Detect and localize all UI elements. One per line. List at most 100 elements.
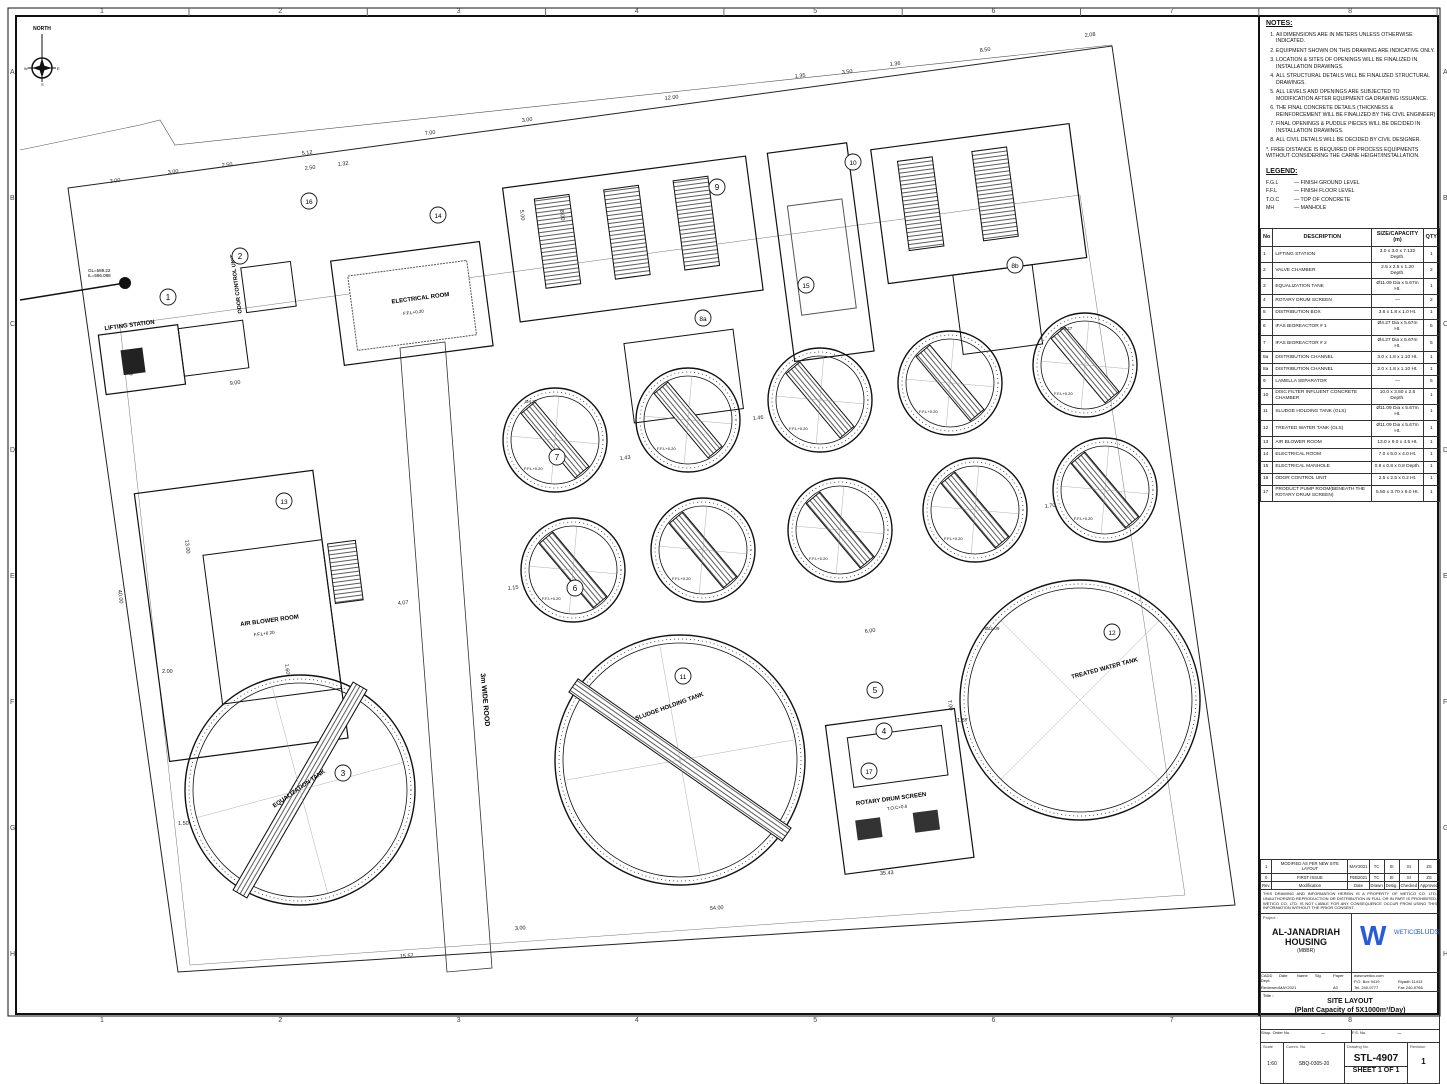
equipment-tag-8a: 8a xyxy=(694,309,712,327)
table-cell: — xyxy=(1371,375,1424,389)
note-item: LOCATION & SITES OF OPENINGS WILL BE FIN… xyxy=(1276,57,1436,70)
dimension-d30: 8.00 xyxy=(558,210,565,221)
note-item: ALL CIVIL DETAILS WILL BE DECIDED BY CIV… xyxy=(1276,137,1436,144)
table-cell: 5 xyxy=(1422,318,1441,336)
table-cell: 2.5 x 2.5 x 1.20 Depth. xyxy=(1371,262,1424,280)
lamella-building-1 xyxy=(501,155,764,323)
note-item: THE FINAL CONCRETE DETAILS (THICKNESS & … xyxy=(1276,105,1436,118)
property-line xyxy=(19,44,1113,151)
revision-cell: MODIFIED AS PER NEW SITE LAYOUT xyxy=(1271,859,1349,874)
note-item: All DIMENSIONS ARE IN METERS UNLESS OTHE… xyxy=(1276,32,1436,45)
revision-cell: ZS xyxy=(1418,859,1440,874)
revision-header: Rev. xyxy=(1259,880,1273,891)
table-cell: 3 xyxy=(1259,278,1274,296)
drawing-no-label: Drawing No. xyxy=(1347,1044,1370,1050)
company-block: W WETICO SLUDS xyxy=(1352,914,1439,972)
table-cell: 1 xyxy=(1422,484,1441,503)
inner-frame xyxy=(15,15,1439,1015)
revision-cell: MAY2021 xyxy=(1347,859,1370,874)
cadd-label: CADD Dept. xyxy=(1261,973,1273,984)
grid-column-label: 4 xyxy=(635,8,639,15)
ifas-bioreactor-2 xyxy=(502,387,608,493)
svg-text:E: E xyxy=(57,66,60,71)
table-cell: 6 xyxy=(1259,318,1274,336)
drawing-number: STL-4907 xyxy=(1353,1053,1399,1065)
disc-filter-chamber xyxy=(766,142,875,363)
grid-row-label: D xyxy=(1443,447,1447,454)
project-name: AL-JANADRIAH HOUSING xyxy=(1272,927,1340,948)
svg-text:S: S xyxy=(41,82,44,87)
diameter-label: Ø11.09 xyxy=(985,626,1000,631)
equipment-tag-4: 4 xyxy=(875,722,893,740)
table-cell: 7 xyxy=(1259,334,1274,353)
gl-label: GL=589.22 xyxy=(88,268,111,273)
table-cell: 1 xyxy=(1422,363,1441,377)
legend-abbr: T.O.C xyxy=(1266,196,1280,203)
revision-header: Approved xyxy=(1418,880,1440,891)
sludge-tank-label: SLUDGE HOLDING TANK xyxy=(635,692,706,723)
grid-column-label: 5 xyxy=(813,1017,817,1024)
revision-cell: SI xyxy=(1398,859,1420,874)
table-cell: DISTRIBUTION CHANNEL xyxy=(1272,351,1373,365)
equipment-tag-3: 3 xyxy=(334,764,352,782)
table-cell: 10.0 x 3.50 x 2.5 Depth. xyxy=(1371,387,1424,405)
legend-desc: — FINISH GROUND LEVEL xyxy=(1294,179,1360,186)
table-cell: 16 xyxy=(1259,472,1274,486)
inner-boundary xyxy=(119,194,1186,966)
legend-desc: — FINISH FLOOR LEVEL xyxy=(1294,188,1355,194)
table-cell: VALVE CHAMBER xyxy=(1272,262,1373,280)
lifting-station: LIFTING STATION xyxy=(97,319,250,396)
revision-cell: SI xyxy=(1398,872,1420,882)
grid-column-label: 3 xyxy=(457,8,461,15)
svg-text:4: 4 xyxy=(882,727,887,736)
tel: Tel. 240-9777 xyxy=(1354,985,1379,991)
reviewed-label: Reviewed xyxy=(1261,984,1279,990)
table-cell: 5 xyxy=(1422,375,1441,389)
table-cell: 8a xyxy=(1259,351,1274,365)
revision-header: Desig. xyxy=(1383,880,1400,891)
ffl-label: F.F.L+0.20 xyxy=(672,576,691,581)
legend-item: F.F.L — FINISH FLOOR LEVEL xyxy=(1266,188,1436,195)
website: www.wetico.com xyxy=(1354,973,1384,979)
svg-text:12: 12 xyxy=(1108,630,1116,637)
legend-abbr: F.F.L xyxy=(1266,188,1277,194)
dimension-d12: 1.36 xyxy=(890,61,901,68)
table-cell: 10 xyxy=(1259,387,1274,405)
dimension-d21: 3.00 xyxy=(515,925,526,932)
dimension-d34: 1.60 xyxy=(283,664,290,675)
notes-section: NOTES: All DIMENSIONS ARE IN METERS UNLE… xyxy=(1260,16,1440,212)
grid-row-label: F xyxy=(1443,699,1447,706)
dimension-d9: 12.00 xyxy=(665,94,679,102)
ifas-bioreactor-1 xyxy=(650,497,756,603)
revision-header: Date xyxy=(1347,880,1370,891)
revision-cell: SI xyxy=(1383,859,1400,874)
ffl-label: F.F.L+0.20 xyxy=(789,426,808,431)
grid-column-label: 7 xyxy=(1170,1017,1174,1024)
table-cell: 1 xyxy=(1422,245,1441,264)
svg-text:2: 2 xyxy=(238,252,243,261)
table-cell: 14 xyxy=(1259,448,1274,462)
dimension-d2: 3.00 xyxy=(168,169,179,176)
scale-value: 1:60 xyxy=(1267,1061,1277,1068)
svg-text:10: 10 xyxy=(849,160,857,167)
ifas-bioreactor-1 xyxy=(1052,437,1158,543)
fax: Fax 240-9766 xyxy=(1398,985,1423,991)
table-cell: Ø11.09 Dia x 5.67m Ht. xyxy=(1371,403,1424,421)
table-cell: — xyxy=(1371,294,1424,308)
ifas-bioreactor-1 xyxy=(787,477,893,583)
ifas-bioreactor-2 xyxy=(767,347,873,453)
table-cell: Ø11.09 Dia x 5.67m Ht. xyxy=(1371,419,1424,438)
grid-column-label: 7 xyxy=(1170,8,1174,15)
ifas-bioreactor-2 xyxy=(897,330,1003,436)
name-label: Name xyxy=(1297,973,1308,979)
